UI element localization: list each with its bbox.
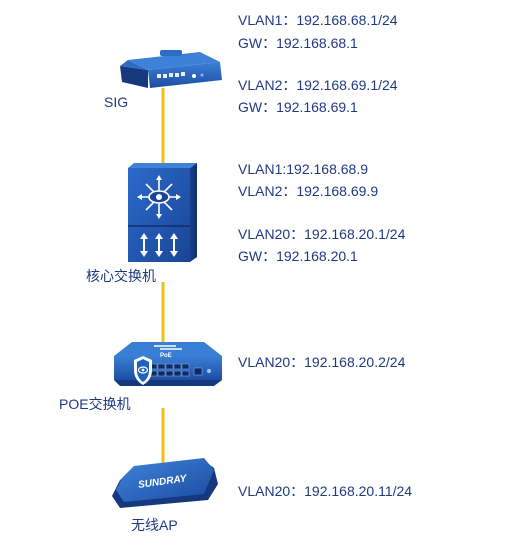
poe-info-line: VLAN20：192.168.20.2/24	[238, 354, 406, 370]
ap-info-line: VLAN20：192.168.20.11/24	[238, 483, 412, 499]
core-info-line: VLAN1:192.168.68.9	[238, 161, 368, 177]
sig-router: SIG	[104, 50, 222, 110]
core-switch-label: 核心交换机	[86, 268, 156, 284]
router-icon	[120, 50, 222, 88]
core-switch-info: VLAN1:192.168.68.9 VLAN2：192.168.69.9 VL…	[238, 161, 406, 264]
sig-info-line: GW：192.168.69.1	[238, 99, 358, 115]
core-switch-icon	[128, 163, 197, 262]
sig-info-line: VLAN2：192.168.69.1/24	[238, 77, 398, 93]
poe-switch-info: VLAN20：192.168.20.2/24	[238, 354, 406, 370]
sig-label: SIG	[104, 94, 128, 110]
wireless-ap: SUNDRAY 无线AP	[112, 458, 218, 533]
core-info-line: VLAN2：192.168.69.9	[238, 183, 378, 199]
sig-info-line: GW：192.168.68.1	[238, 35, 358, 51]
ap-label: 无线AP	[131, 517, 178, 533]
sig-info-line: VLAN1：192.168.68.1/24	[238, 12, 398, 28]
core-info-line: GW：192.168.20.1	[238, 248, 358, 264]
access-point-icon: SUNDRAY	[112, 458, 218, 508]
poe-switch: PoE POE交换机	[59, 342, 222, 412]
poe-device-text: PoE	[160, 353, 172, 359]
ap-info: VLAN20：192.168.20.11/24	[238, 483, 412, 499]
poe-switch-icon: PoE	[114, 342, 222, 386]
sig-info: VLAN1：192.168.68.1/24 GW：192.168.68.1 VL…	[238, 12, 398, 115]
core-info-line: VLAN20：192.168.20.1/24	[238, 226, 406, 242]
core-switch: 核心交换机	[86, 163, 197, 284]
poe-switch-label: POE交换机	[59, 396, 131, 412]
